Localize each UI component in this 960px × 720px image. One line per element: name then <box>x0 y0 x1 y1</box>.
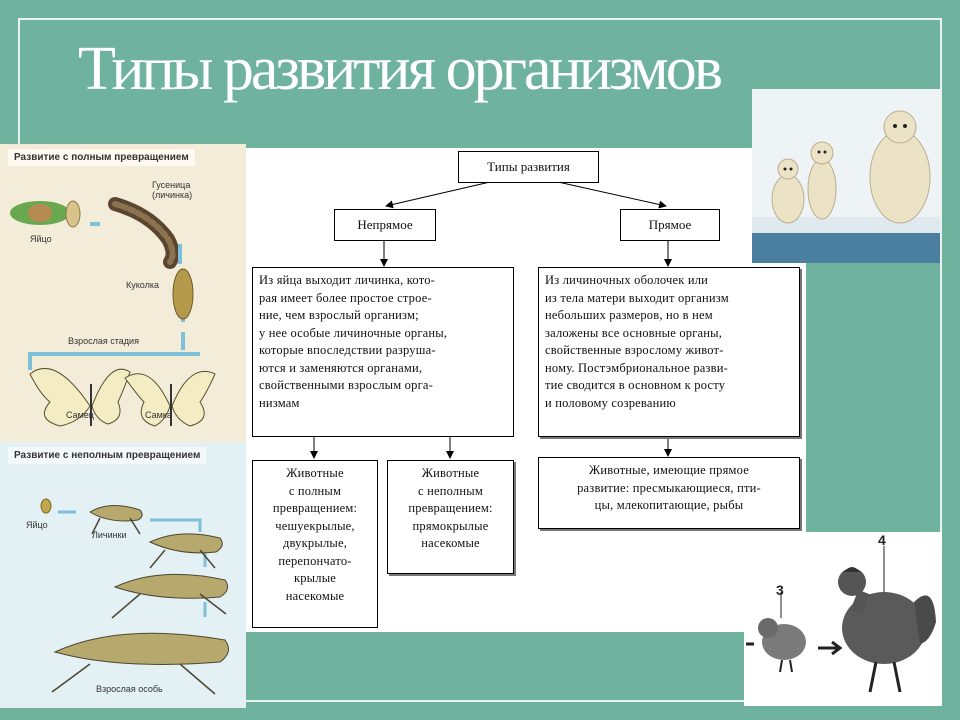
root-node: Типы развития <box>458 151 599 183</box>
arrow-root-to-indirect <box>386 182 490 206</box>
indirect-node: Непрямое <box>334 209 436 241</box>
arrow-root-to-direct <box>558 182 666 206</box>
direct-animals-box: Животные, имеющие прямое развитие: пресм… <box>538 457 800 529</box>
direct-description-box: Из личиночных оболочек или из тела матер… <box>538 267 800 437</box>
complete-metamorphosis-box: Животные с полным превращением: чешуекры… <box>252 460 378 628</box>
direct-node: Прямое <box>620 209 720 241</box>
incomplete-metamorphosis-box: Животные с неполным превращением: прямок… <box>387 460 514 574</box>
indirect-description-box: Из яйца выходит личинка, кото- рая имеет… <box>252 267 514 437</box>
